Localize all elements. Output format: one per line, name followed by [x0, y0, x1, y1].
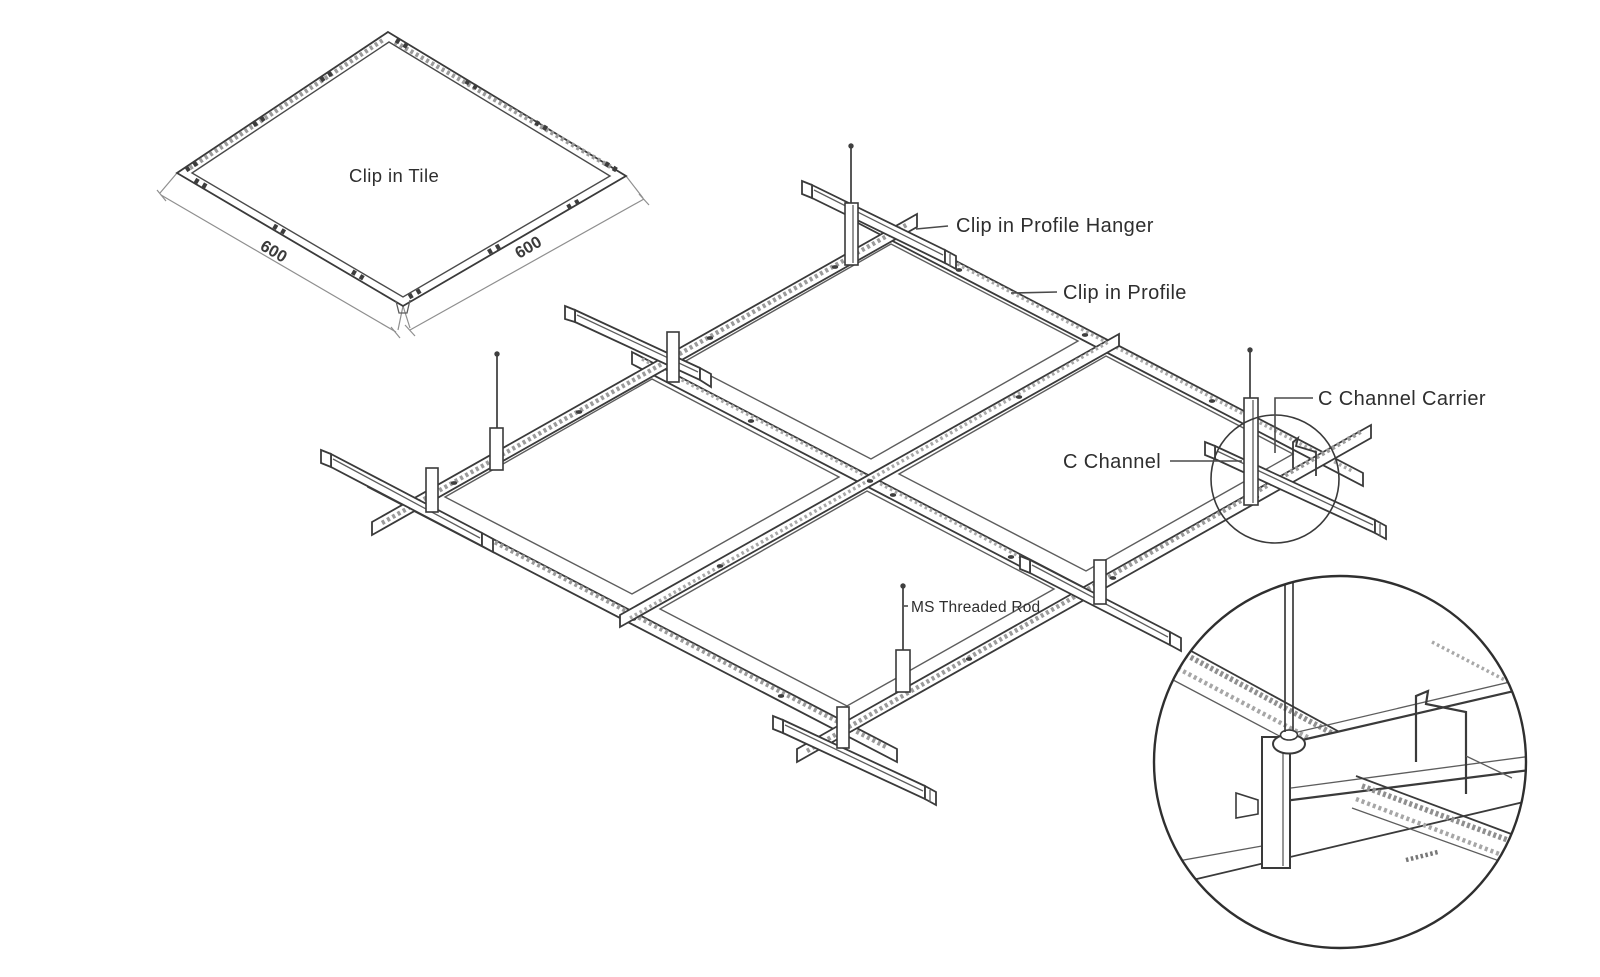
c-channel-carrier-bottom — [772, 714, 937, 807]
detail-content — [1154, 577, 1526, 891]
tile-dimension-lines — [156, 189, 650, 339]
ms-threaded-rod-label: MS Threaded Rod — [911, 599, 1040, 616]
tile-module-outlines — [443, 243, 1295, 707]
tile-serration-right — [393, 40, 618, 172]
clip-in-profile-ne-mid — [619, 332, 1120, 629]
detail-rod-connection — [1272, 577, 1306, 755]
profile-label-leader — [1010, 291, 1058, 294]
profile-hanger-plates — [425, 202, 1107, 749]
detail-c-channel — [1261, 736, 1291, 869]
suspension-grid-drawing — [320, 143, 1387, 807]
c-channel-label: C Channel — [1063, 451, 1161, 473]
carrier-label-leader — [1274, 397, 1313, 453]
tile-inner-edge — [190, 41, 612, 298]
tile-serration-left — [188, 38, 385, 170]
clip-in-tile-label: Clip in Tile — [349, 165, 439, 186]
tile-dimension-extensions — [159, 172, 644, 331]
detail-profile-hanger-bracket — [1414, 689, 1468, 794]
c-channel-assembly — [1243, 397, 1317, 506]
hanger-rods — [494, 143, 1253, 650]
tile-corner-notch — [395, 299, 411, 314]
detail-profile-lower — [1351, 775, 1526, 873]
connection-detail-view — [1152, 574, 1528, 950]
c-channel-carrier-label: C Channel Carrier — [1318, 388, 1486, 410]
hanger-label-leader — [915, 225, 949, 230]
clip-in-profile-label: Clip in Profile — [1063, 282, 1187, 304]
detail-circle-outline — [1152, 574, 1528, 950]
annotations: Clip in Profile Hanger Clip in Profile C… — [904, 215, 1486, 616]
clip-in-profile-hanger-label: Clip in Profile Hanger — [956, 215, 1154, 237]
clip-in-profile-ne-left — [371, 212, 918, 537]
clip-in-tile-drawing: Clip in Tile 600 600 — [156, 30, 650, 339]
